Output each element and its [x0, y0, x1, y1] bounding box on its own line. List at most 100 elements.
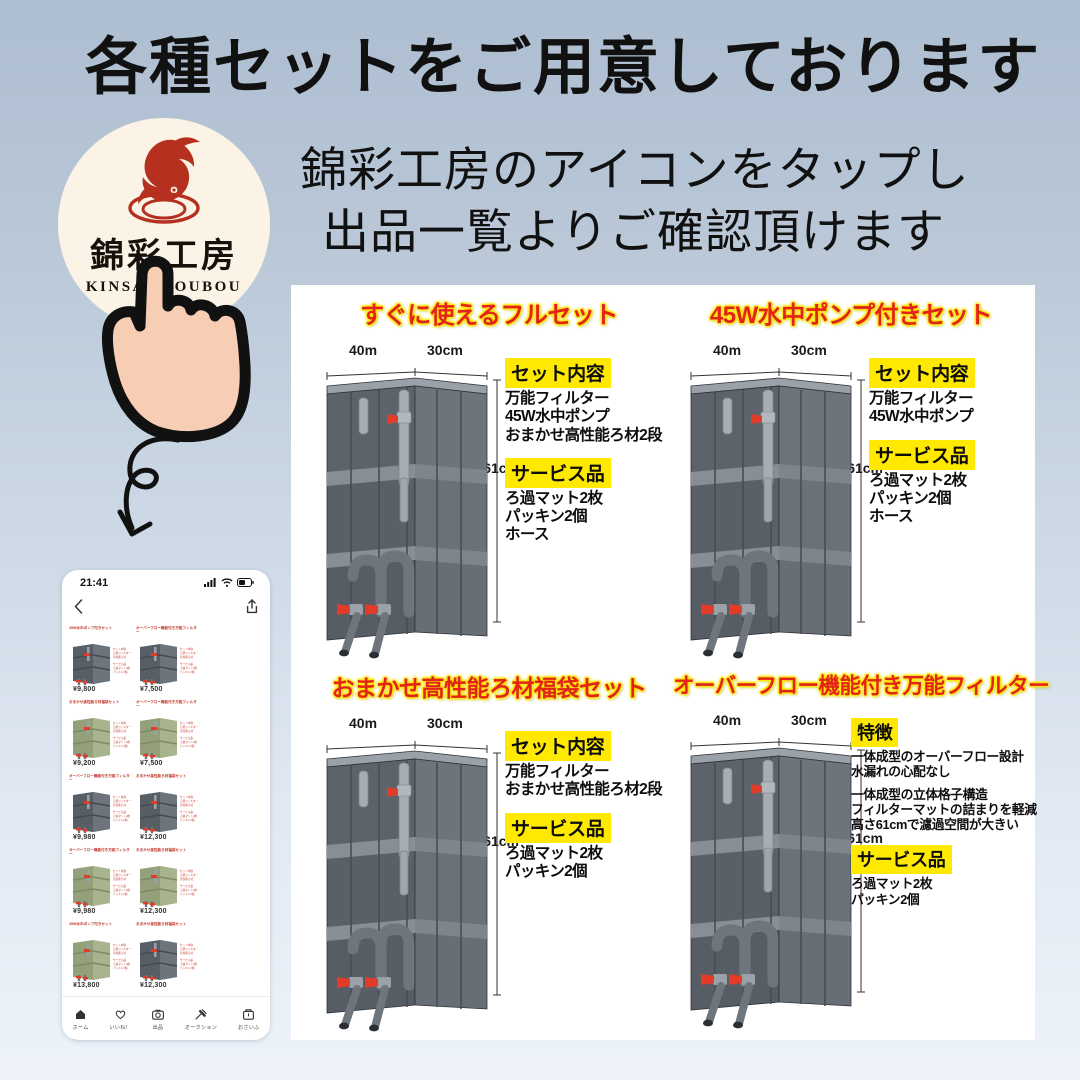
list-item[interactable]: おまかせ高性能ろ材福袋セットセット内容万能フィルター高性能ろ材サービス品ろ過マッ… [67, 698, 132, 770]
spec-section-heading: サービス品 [851, 845, 952, 875]
phone-tab-オークション[interactable]: オークション [185, 1009, 217, 1031]
svg-text:パッキン2個: パッキン2個 [180, 670, 195, 674]
svg-text:万能フィルター: 万能フィルター [113, 725, 132, 729]
listing-price: ¥9,800 [69, 685, 100, 694]
svg-text:パッキン2個: パッキン2個 [113, 818, 128, 822]
svg-text:高性能ろ材: 高性能ろ材 [180, 951, 193, 955]
svg-text:セット内容: セット内容 [180, 869, 193, 873]
phone-tab-bar[interactable]: ホーム いいね！ 出品 オークション おさいふ [62, 996, 270, 1040]
signal-bars-icon [204, 574, 217, 592]
subtitle-line-1: 錦彩工房のアイコンをタップし [300, 145, 970, 197]
panel-pump-set: 45W水中ポンプ付きセット 40m 30cm 61cm [673, 295, 1029, 667]
share-icon[interactable] [246, 599, 258, 619]
phone-listing-grid[interactable]: 45W水中ポンプ付きセットセット内容万能フィルター高性能ろ材サービス品ろ過マット… [62, 622, 270, 1040]
spacer [851, 832, 1047, 845]
spec-line: 水漏れの心配なし [851, 764, 951, 780]
list-item[interactable]: おまかせ高性能ろ材福袋セットセット内容万能フィルター高性能ろ材サービス品ろ過マッ… [134, 846, 199, 918]
svg-text:セット内容: セット内容 [180, 647, 193, 651]
list-item[interactable]: 45W水中ポンプ付きセットセット内容万能フィルター高性能ろ材サービス品ろ過マット… [67, 624, 132, 696]
svg-text:ろ過マット2枚: ろ過マット2枚 [180, 814, 197, 818]
dimension-depth-label: 30cm [791, 342, 827, 358]
curly-down-arrow-icon [100, 430, 205, 555]
spec-section-heading: サービス品 [869, 439, 975, 470]
spacer [505, 800, 677, 813]
svg-text:ろ過マット2枚: ろ過マット2枚 [180, 666, 197, 670]
spec-line: 高さ61cmで濾過空間が大きい [851, 817, 1019, 833]
svg-text:万能フィルター: 万能フィルター [180, 799, 199, 803]
svg-text:高性能ろ材: 高性能ろ材 [180, 877, 193, 881]
list-item[interactable]: 45W水中ポンプ付きセットセット内容万能フィルター高性能ろ材サービス品ろ過マット… [67, 920, 132, 992]
filter-tank-figure: 40m 30cm 61cm [679, 342, 883, 660]
list-item[interactable]: オーバーフロー機能付き万能フィルターセット内容万能フィルター高性能ろ材サービス品… [134, 624, 199, 696]
svg-text:パッキン2個: パッキン2個 [113, 966, 128, 970]
phone-tab-ホーム[interactable]: ホーム [72, 1009, 88, 1031]
battery-icon [237, 574, 254, 592]
svg-text:サービス品: サービス品 [113, 958, 126, 962]
page-subtitle: 錦彩工房のアイコンをタップし 出品一覧よりご確認頂けます [300, 140, 1020, 264]
svg-text:サービス品: サービス品 [180, 810, 193, 814]
spec-line: 45W水中ポンプ [505, 408, 610, 426]
phone-tab-label: オークション [184, 1025, 218, 1031]
phone-tab-label: いいね！ [109, 1025, 131, 1031]
spec-line: おまかせ高性能ろ材2段 [505, 426, 663, 444]
list-item[interactable]: オーバーフロー機能付き万能フィルターセット内容万能フィルター高性能ろ材サービス品… [67, 772, 132, 844]
list-item[interactable]: おまかせ高性能ろ材福袋セットセット内容万能フィルター高性能ろ材サービス品ろ過マッ… [134, 772, 199, 844]
spec-line: フィルターマットの詰まりを軽減 [851, 802, 1037, 818]
listing-title: おまかせ高性能ろ材福袋セット [136, 774, 187, 778]
dimension-width-label: 40m [349, 715, 378, 731]
phone-tab-いいね！[interactable]: いいね！ [109, 1009, 131, 1031]
svg-text:万能フィルター: 万能フィルター [180, 947, 199, 951]
svg-text:ろ過マット2枚: ろ過マット2枚 [113, 666, 130, 670]
spec-section-heading: 特徴 [851, 718, 899, 747]
panel-full-set: すぐに使えるフルセット 40m 30cm 61cm [309, 295, 669, 667]
dimension-width-label: 40m [349, 342, 378, 358]
listing-title: おまかせ高性能ろ材福袋セット [136, 922, 187, 926]
phone-tab-label: 出品 [152, 1025, 164, 1031]
list-item[interactable]: オーバーフロー機能付き万能フィルターセット内容万能フィルター高性能ろ材サービス品… [67, 846, 132, 918]
panel-title: 45W水中ポンプ付きセット [709, 302, 993, 329]
listing-thumbnail: セット内容万能フィルター高性能ろ材サービス品ろ過マット2枚パッキン2個 [67, 855, 132, 918]
dimension-depth-label: 30cm [427, 342, 463, 358]
svg-text:パッキン2個: パッキン2個 [180, 818, 195, 822]
spec-line: パッキン2個 [869, 489, 952, 507]
spec-line: ろ過マット2枚 [505, 489, 603, 507]
svg-text:サービス品: サービス品 [113, 662, 126, 666]
listing-thumbnail: セット内容万能フィルター高性能ろ材サービス品ろ過マット2枚パッキン2個 [134, 633, 199, 696]
spec-line: ろ過マット2枚 [869, 471, 967, 489]
listing-price: ¥9,980 [69, 833, 100, 842]
spec-line: 万能フィルター [869, 390, 974, 407]
spec-line: 一体成型の立体格子構造 [851, 787, 988, 803]
spec-line: 万能フィルター [505, 390, 610, 407]
list-item[interactable]: おまかせ高性能ろ材福袋セットセット内容万能フィルター高性能ろ材サービス品ろ過マッ… [134, 920, 199, 992]
svg-text:高性能ろ材: 高性能ろ材 [113, 803, 126, 807]
svg-text:ろ過マット2枚: ろ過マット2枚 [113, 740, 130, 744]
svg-text:サービス品: サービス品 [180, 958, 193, 962]
listing-price: ¥7,500 [136, 759, 167, 768]
listing-price: ¥12,300 [136, 907, 171, 916]
svg-text:セット内容: セット内容 [113, 721, 126, 725]
spec-section-heading: サービス品 [505, 812, 611, 843]
listing-price: ¥13,800 [69, 981, 104, 990]
listing-price: ¥9,980 [69, 907, 100, 916]
spec-line: パッキン2個 [851, 891, 920, 907]
spacer [505, 445, 677, 458]
svg-text:高性能ろ材: 高性能ろ材 [113, 877, 126, 881]
spec-section-heading: セット内容 [505, 731, 611, 761]
spec-line: 一体成型のオーバーフロー設計 [851, 749, 1024, 764]
chevron-left-icon[interactable] [74, 599, 83, 619]
svg-text:パッキン2個: パッキン2個 [180, 744, 195, 748]
listing-title: 45W水中ポンプ付きセット [69, 626, 113, 630]
svg-text:パッキン2個: パッキン2個 [180, 892, 195, 896]
svg-text:サービス品: サービス品 [113, 736, 126, 740]
camera-icon [151, 1009, 164, 1022]
svg-text:万能フィルター: 万能フィルター [113, 651, 132, 655]
listing-title: 45W水中ポンプ付きセット [69, 922, 113, 926]
svg-text:ろ過マット2枚: ろ過マット2枚 [113, 962, 130, 966]
phone-tab-label: ホーム [72, 1025, 89, 1031]
list-item[interactable]: オーバーフロー機能付き万能フィルターセット内容万能フィルター高性能ろ材サービス品… [134, 698, 199, 770]
phone-tab-おさいふ[interactable]: おさいふ [238, 1009, 260, 1031]
svg-text:万能フィルター: 万能フィルター [113, 873, 132, 877]
phone-tab-出品[interactable]: 出品 [151, 1009, 164, 1031]
panel-media-set: おまかせ高性能ろ材福袋セット 40m 30cm 61cm [309, 669, 669, 1037]
